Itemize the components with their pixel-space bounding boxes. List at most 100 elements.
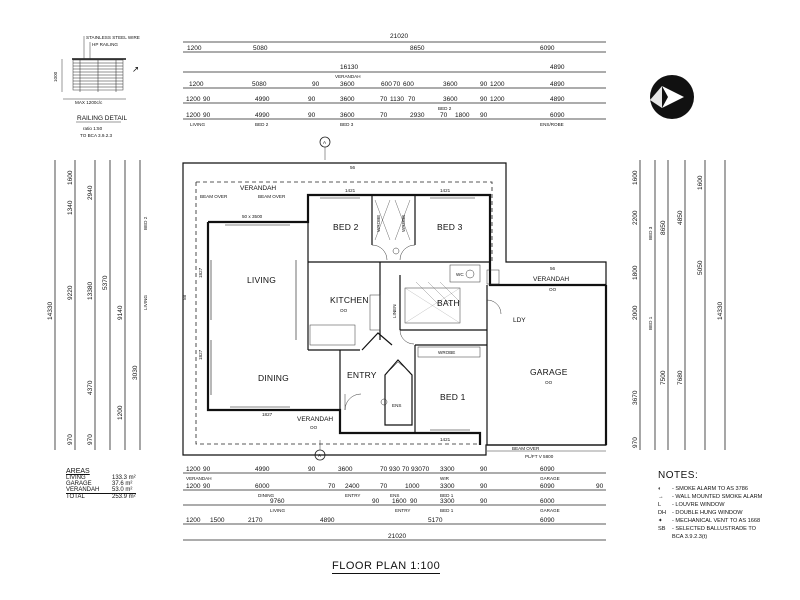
double-hung-icon: DH xyxy=(658,510,667,516)
bot-r1-10: 3300 xyxy=(440,466,455,473)
top-r3-0: 1200 xyxy=(189,81,204,88)
north-arrow-icon xyxy=(650,75,694,119)
smoke-alarm-icon: ◐ xyxy=(658,486,662,492)
top-lbl-2: BED 2 xyxy=(255,122,269,127)
label-living: LIVING xyxy=(247,275,276,285)
areas-value: 253.9 m² xyxy=(112,494,136,500)
bot-r4-3: 4890 xyxy=(320,517,335,524)
note-row: DH - DOUBLE HUNG WINDOW xyxy=(658,510,743,516)
bot-r1-0: 1200 xyxy=(186,466,201,473)
label-verandah-bottom: VERANDAH xyxy=(297,416,333,423)
top-r3-9: 1200 xyxy=(490,81,505,88)
top-r3-1: 5080 xyxy=(252,81,267,88)
bot-r2-5: 70 xyxy=(380,483,388,490)
label-56-right: 56 xyxy=(550,266,556,271)
left-v2: 2940 xyxy=(87,185,94,200)
top-r5-9: 90 xyxy=(480,112,488,119)
bot-r4-2: 2170 xyxy=(248,517,263,524)
balustrade-icon: SB xyxy=(658,526,666,532)
railing-label-wire: STAINLESS STEEL WIRE xyxy=(86,35,140,40)
railing-label-hp: HP RAILING xyxy=(92,42,118,47)
top-r2-mid: 16130 xyxy=(340,64,358,71)
label-oo-verandah-bottom: OO xyxy=(310,425,318,430)
left-v0: 1600 xyxy=(67,170,74,185)
label-1827-a: 1827 xyxy=(262,412,273,417)
top-r2-right: 4890 xyxy=(550,64,565,71)
top-r4-9: 90 xyxy=(480,96,488,103)
label-beam-over-garage: BEAM OVER xyxy=(512,446,540,451)
top-r5-2: 4990 xyxy=(255,112,270,119)
top-r4-4: 3600 xyxy=(340,96,355,103)
right-v4: 3670 xyxy=(632,390,639,405)
left-v11: 970 xyxy=(87,434,94,445)
top-r3-5: 70 xyxy=(393,81,401,88)
note-text: - LOUVRE WINDOW xyxy=(672,502,725,508)
note-row: ✦- MECHANICAL VENT TO AS 1668 xyxy=(658,518,760,524)
label-bed2: BED 2 xyxy=(333,222,359,232)
bot-r2-10: 90 xyxy=(596,483,604,490)
areas-value: 53.0 m² xyxy=(112,487,133,493)
areas-row: VERANDAH 53.0 m² xyxy=(66,487,136,493)
section-marker-top-label: A xyxy=(323,140,327,145)
top-r5-8: 1800 xyxy=(455,112,470,119)
note-text: BCA 3.9.2.3(t) xyxy=(672,534,708,540)
label-verandah-right: VERANDAH xyxy=(533,276,569,283)
top-r3-4: 600 xyxy=(381,81,392,88)
areas-label: VERANDAH xyxy=(66,487,100,493)
label-bed3: BED 3 xyxy=(437,222,463,232)
areas-label: TOTAL xyxy=(66,494,85,500)
note-row: L- LOUVRE WINDOW xyxy=(658,502,725,508)
bot-l2: ENTRY xyxy=(345,493,361,498)
right-v5: 970 xyxy=(632,437,639,448)
bot-r2-6: 1000 xyxy=(405,483,420,490)
bot-l8: ENTRY xyxy=(395,508,411,513)
bot-r4-1: 1500 xyxy=(210,517,225,524)
bot-r2-0: 1200 xyxy=(186,483,201,490)
note-text: - WALL MOUNTED SMOKE ALARM xyxy=(672,494,763,500)
label-beam-over-top: BEAM OVER xyxy=(258,194,286,199)
label-entry: ENTRY xyxy=(347,370,377,380)
top-r3-10: 4890 xyxy=(550,81,565,88)
right-v1: 2200 xyxy=(632,210,639,225)
top-r3-3: 3600 xyxy=(340,81,355,88)
label-beam-over-left: BEAM OVER xyxy=(200,194,228,199)
left-l1: LIVING xyxy=(143,295,148,310)
left-dimensions: 14330 1600 1340 2940 9220 13380 5370 914… xyxy=(47,160,148,450)
label-bath: BATH xyxy=(437,298,460,308)
top-lbl-5: BED 2 xyxy=(438,106,452,111)
areas-heading: AREAS xyxy=(66,468,90,475)
label-kitchen: KITCHEN xyxy=(330,295,369,305)
top-r1-0: 1200 xyxy=(187,45,202,52)
railing-ratio: ratio 1:50 xyxy=(83,126,103,131)
left-v7: 4370 xyxy=(87,380,94,395)
label-oo-garage: OO xyxy=(545,380,553,385)
left-v1: 1340 xyxy=(67,200,74,215)
bot-l1: DINING xyxy=(258,493,275,498)
label-1421-c: 1421 xyxy=(440,437,451,442)
note-row: ◐- SMOKE ALARM TO AS 3786 xyxy=(658,486,748,492)
room-labels: VERANDAH BEAM OVER BEAM OVER 1421 1421 5… xyxy=(182,165,569,459)
label-ldy: LDY xyxy=(513,317,526,324)
label-1421-b: 1421 xyxy=(440,188,451,193)
left-v5: 5370 xyxy=(102,275,109,290)
bot-r3-0: 9760 xyxy=(270,498,285,505)
railing-dim-height: 1000 xyxy=(53,71,58,82)
label-slab: 50 x 3500 xyxy=(242,214,263,219)
right-dimensions: 1600 2200 1800 2000 3670 970 8650 4850 5… xyxy=(632,160,726,450)
left-v6: 9140 xyxy=(117,305,124,320)
top-lbl-8: ENS/ROBE xyxy=(540,122,564,127)
top-r4-8: 3600 xyxy=(443,96,458,103)
top-r5-5: 70 xyxy=(380,112,388,119)
label-56-top: 56 xyxy=(350,165,356,170)
right-v7: 4850 xyxy=(677,210,684,225)
bot-r1-6: 930 xyxy=(389,466,400,473)
note-text: - DOUBLE HUNG WINDOW xyxy=(672,510,743,516)
top-r3-8: 90 xyxy=(480,81,488,88)
label-58: 58 xyxy=(182,294,187,300)
note-row: →- WALL MOUNTED SMOKE ALARM xyxy=(658,494,762,500)
label-opening: PL/FT V 5800 xyxy=(525,454,554,459)
right-l3: BED 1 xyxy=(648,316,653,330)
top-r5-4: 3600 xyxy=(340,112,355,119)
top-r5-1: 90 xyxy=(203,112,211,119)
